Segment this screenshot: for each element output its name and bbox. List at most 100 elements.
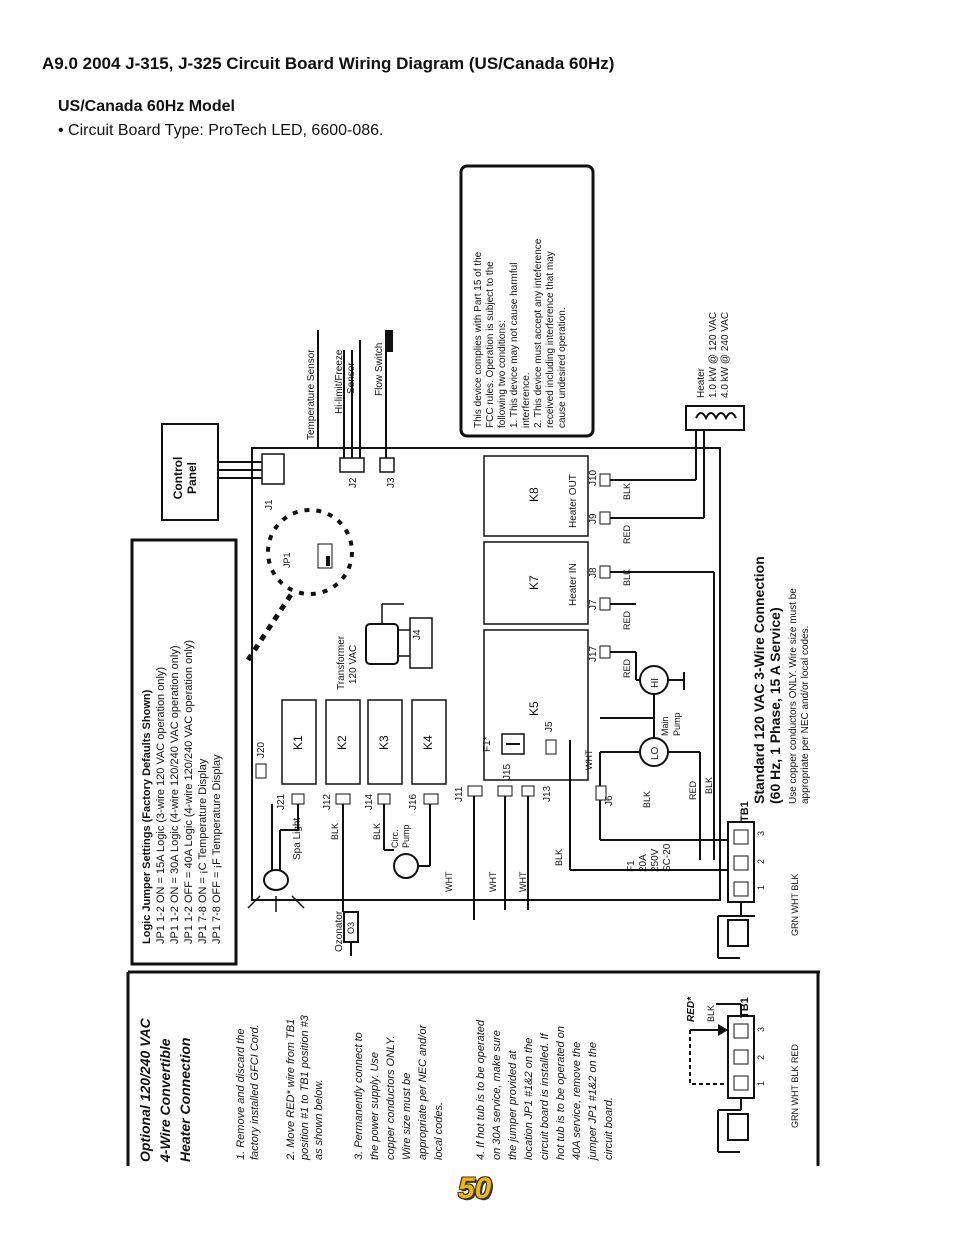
jumper-line: JP1 7-8 ON = ¡C Temperature Display — [197, 758, 209, 944]
connector-j1: J1 — [264, 499, 275, 510]
fcc-line: 1. This device may not cause harmful — [509, 263, 520, 428]
connector-j15: J15 — [502, 763, 513, 780]
optional-title: 4-Wire Convertible — [157, 1038, 173, 1163]
wire-red: RED — [622, 610, 632, 630]
tb1-pos: 2 — [756, 859, 766, 864]
connector-j9: J9 — [588, 513, 599, 524]
connector-j21: J21 — [276, 793, 287, 810]
connector-jp1: JP1 — [282, 552, 292, 568]
tb1-label: TB1 — [739, 801, 751, 822]
ozonator-label: Ozonator — [334, 910, 345, 952]
control-panel: Control Panel — [161, 423, 285, 521]
optional-step: on 30A service, make sure — [491, 1030, 503, 1160]
main-pump-lo: LO — [650, 746, 661, 760]
tb1-pos: 1 — [756, 885, 766, 890]
tb1-pos: 1 — [756, 1081, 766, 1086]
wire-blk: BLK — [372, 823, 382, 840]
connector-j5: J5 — [544, 721, 555, 732]
main-pump-label: Main — [660, 716, 670, 736]
optional-step: 2. Move RED* wire from TB1 — [285, 1019, 297, 1161]
heater-in-label: Heater IN — [568, 563, 579, 606]
connector-j6: J6 — [604, 795, 615, 806]
f1-fuse-onboard — [501, 733, 525, 755]
wire-red: RED — [688, 780, 698, 800]
main-pump-hi: HI — [650, 678, 661, 688]
connector-j13: J13 — [542, 785, 553, 802]
board-type-bullet: • Circuit Board Type: ProTech LED, 6600-… — [58, 122, 384, 139]
jumper-settings: Logic Jumper Settings (Factory Defaults … — [130, 538, 238, 966]
main-pump-label: Pump — [672, 712, 682, 736]
fcc-line: received including interference that may — [545, 251, 556, 428]
connector-j17: J17 — [588, 645, 599, 662]
right-connectors — [599, 430, 715, 860]
optional-step: local codes. — [433, 1102, 445, 1160]
wire-wht: WHT — [488, 871, 498, 892]
f1-star-label: F1* — [482, 736, 493, 752]
jumper-title: Logic Jumper Settings (Factory Defaults … — [141, 689, 153, 944]
tb1-colors: GRN WHT BLK — [790, 874, 800, 936]
main-pump — [600, 652, 701, 860]
fcc-line: cause undesired operation. — [557, 307, 568, 428]
jumper-line: JP1 1-2 ON = 30A Logic (4-wire 120/240 V… — [169, 646, 181, 945]
tb1-pos: 3 — [756, 831, 766, 836]
fuse-rating: 20A — [638, 854, 649, 872]
fcc-line: following two conditions: — [497, 320, 508, 428]
transformer-label: Transformer — [336, 635, 347, 690]
optional-step: circuit board. — [603, 1097, 615, 1160]
connector-j8: J8 — [588, 567, 599, 578]
lower-wires — [271, 740, 728, 920]
svg-text:Panel: Panel — [185, 462, 199, 494]
fuse-rating: SC-20 — [662, 843, 673, 872]
heater — [685, 405, 745, 431]
wire-red: RED — [622, 524, 632, 544]
relay-k7: K7 — [527, 575, 541, 590]
standard-note: appropriate per NEC and/or local codes. — [800, 626, 811, 804]
tb1-pos: 2 — [756, 1055, 766, 1060]
optional-step: appropriate per NEC and/or — [417, 1024, 429, 1160]
optional-title: Optional 120/240 VAC — [137, 1017, 153, 1162]
connector-j3: J3 — [386, 477, 397, 488]
fcc-line: FCC rules. Operation is subject to the — [485, 261, 496, 428]
connector-j11: J11 — [454, 786, 465, 802]
hilimit-sensor-label: Sensor — [346, 362, 357, 394]
ozonator — [343, 911, 359, 956]
connector-j7: J7 — [588, 599, 599, 610]
circ-pump-label: Pump — [401, 824, 411, 848]
tb1-optional — [689, 1003, 755, 1153]
connector-j12: J12 — [322, 793, 333, 810]
circ-pump-label: Circ. — [390, 830, 400, 849]
tb1-label: TB1 — [739, 997, 751, 1018]
jumper-line: JP1 1-2 ON = 15A Logic (3-wire 120 VAC o… — [155, 667, 167, 944]
relays-row — [281, 699, 447, 785]
wire-blk: BLK — [706, 1005, 716, 1022]
wire-wht: WHT — [584, 749, 594, 770]
relay-k5: K5 — [527, 701, 541, 716]
optional-step: hot tub is to be operated on — [555, 1026, 567, 1160]
relay-k8: K8 — [527, 487, 541, 502]
optional-step: jumper JP1 #1&2 on the — [587, 1042, 599, 1162]
model-heading: US/Canada 60Hz Model — [58, 98, 235, 115]
connector-j20: J20 — [256, 741, 267, 758]
circuit-board — [251, 447, 721, 901]
fcc-notice: This device complies with Part 15 of the… — [459, 164, 595, 438]
optional-step: position #1 to TB1 position #3 — [299, 1014, 311, 1161]
wire-wht: WHT — [518, 871, 528, 892]
optional-step: 1. Remove and discard the — [235, 1029, 247, 1160]
svg-text:Control: Control — [171, 457, 185, 500]
flow-switch-label: Flow Switch — [374, 343, 385, 396]
page-title: A9.0 2004 J-315, J-325 Circuit Board Wir… — [42, 54, 615, 73]
relay-k2: K2 — [335, 735, 349, 750]
connector-j10: J10 — [588, 469, 599, 486]
tb1-colors: GRN WHT BLK RED — [790, 1044, 800, 1128]
optional-step: the power supply. Use — [369, 1052, 381, 1160]
fcc-line: This device complies with Part 15 of the — [473, 251, 484, 428]
connector-j16: J16 — [408, 793, 419, 810]
optional-step: copper conductors ONLY. — [385, 1035, 397, 1160]
hilimit-sensor-label: Hi-limit/Freeze — [334, 349, 345, 414]
standard-subtitle: (60 Hz, 1 Phase, 15 A Service) — [767, 607, 783, 804]
red-star-label: RED* — [686, 996, 697, 1022]
wire-blk: BLK — [330, 823, 340, 840]
wire-blk: BLK — [642, 791, 652, 808]
fcc-line: 2. This device must accept any inteferen… — [533, 238, 544, 428]
